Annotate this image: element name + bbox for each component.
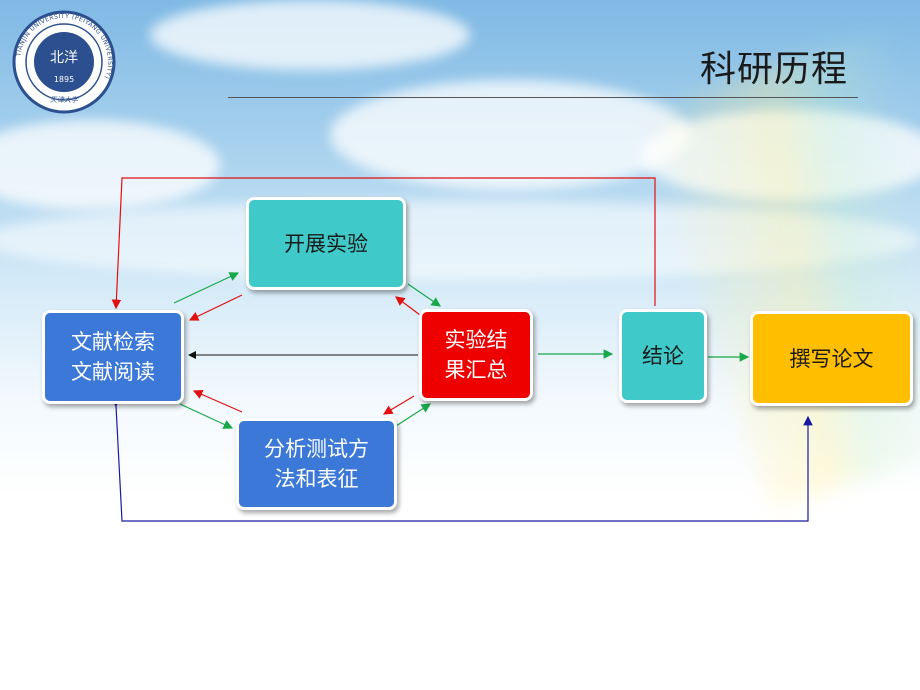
node-experiment[interactable]: 开展实验: [246, 197, 406, 290]
arrow-literature-to-methods: [179, 403, 234, 429]
node-summary-label: 实验结 果汇总: [444, 328, 508, 382]
arrow-conclusion-loop-to-literature: [111, 177, 656, 310]
arrow-methods-to-summary: [395, 403, 432, 427]
tianjin-university-logo: TIANJIN UNIVERSITY (PEIYANG UNIVERSITY) …: [12, 10, 116, 114]
arrow-literature-to-experiment: [173, 272, 240, 304]
arrow-literature-loop-to-writing: [110, 397, 813, 522]
title-divider: [228, 97, 858, 98]
node-literature[interactable]: 文献检索 文献阅读: [42, 310, 184, 404]
node-conclusion[interactable]: 结论: [619, 309, 707, 403]
arrow-methods-to-literature: [192, 389, 243, 413]
arrow-summary-to-methods: [382, 395, 415, 415]
logo-signature: 天津大学: [50, 96, 79, 104]
node-conclusion-label: 结论: [642, 344, 684, 368]
node-methods[interactable]: 分析测试方 法和表征: [236, 418, 397, 510]
node-writing-label: 撰写论文: [789, 346, 874, 371]
arrow-experiment-to-summary: [407, 283, 441, 307]
node-summary[interactable]: 实验结 果汇总: [419, 309, 533, 401]
arrow-experiment-to-literature: [188, 294, 243, 321]
logo-year: 1895: [54, 75, 74, 84]
logo-center-text: 北洋: [50, 50, 78, 66]
node-methods-label: 分析测试方 法和表征: [264, 437, 369, 491]
node-writing[interactable]: 撰写论文: [750, 311, 913, 406]
node-literature-label: 文献检索 文献阅读: [71, 330, 155, 384]
node-experiment-label: 开展实验: [284, 231, 368, 256]
page-title: 科研历程: [699, 49, 848, 90]
